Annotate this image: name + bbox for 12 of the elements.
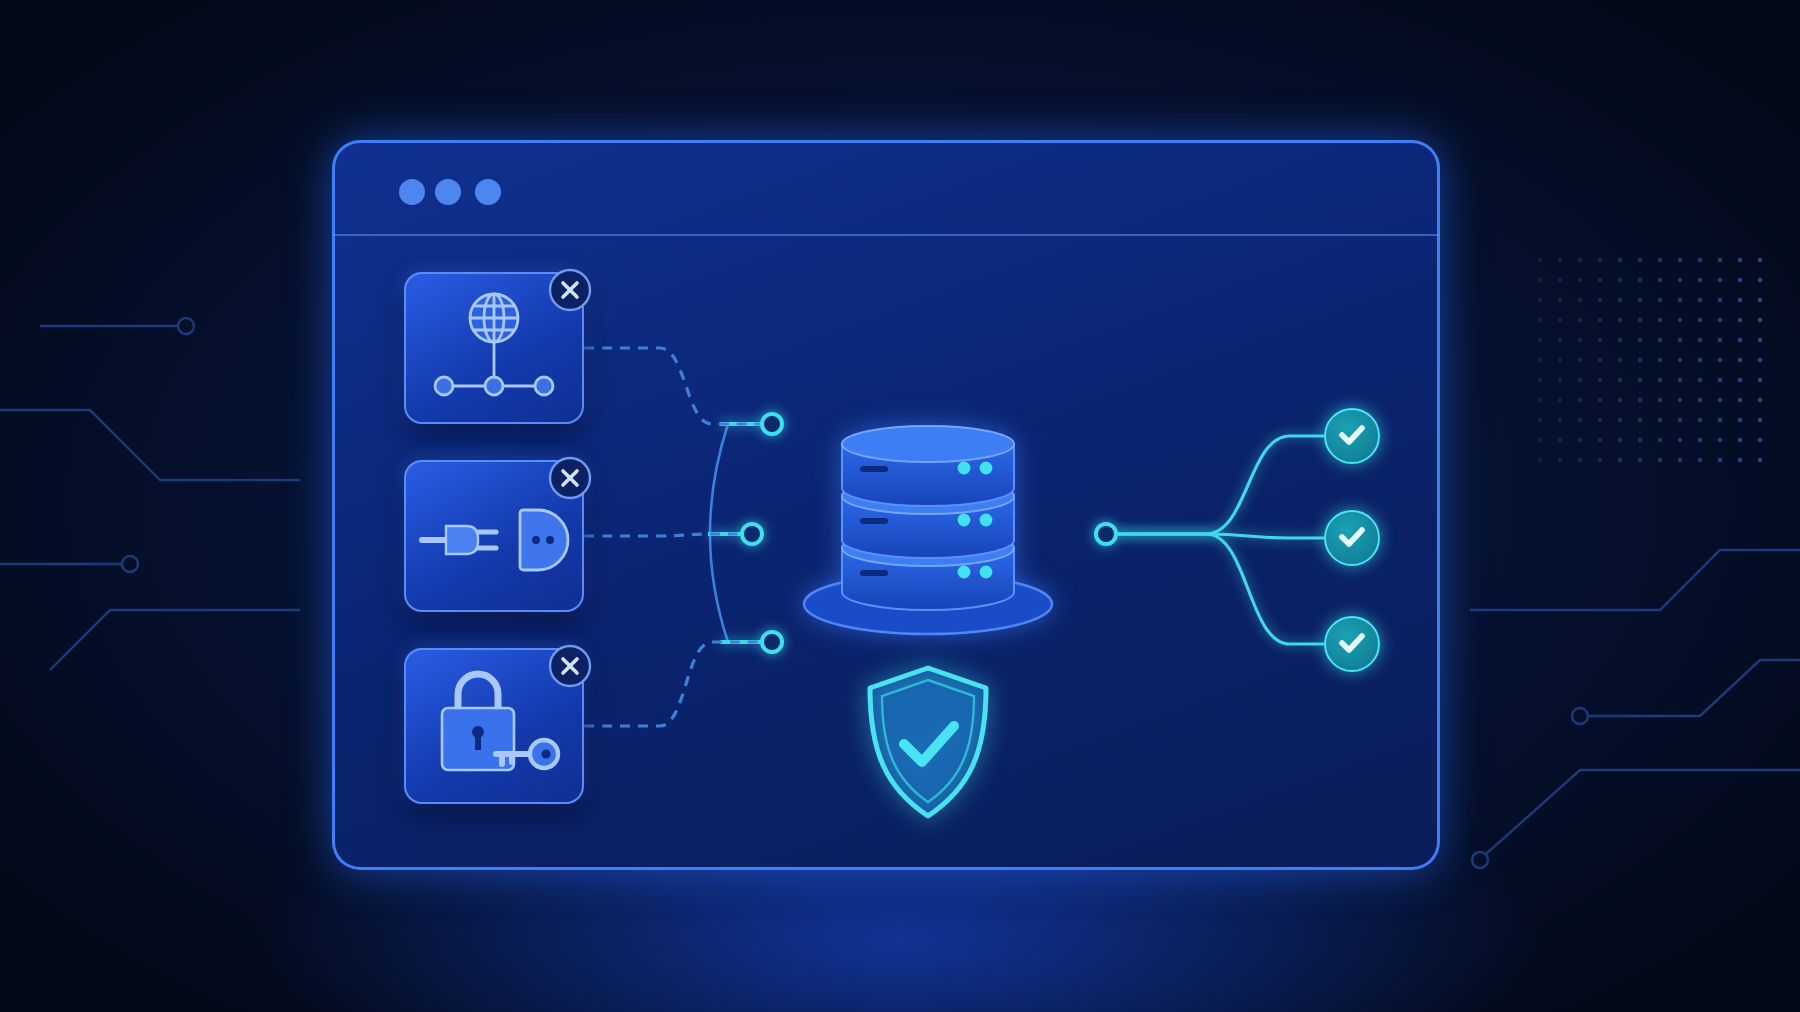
connector-dot (760, 630, 784, 654)
connector-dot (740, 522, 764, 546)
connector-dot (1094, 522, 1118, 546)
check-circle (1324, 408, 1380, 464)
browser-window (332, 140, 1440, 870)
dashed-connector (584, 532, 740, 538)
check-circle (1324, 616, 1380, 672)
dashed-connector (584, 640, 760, 728)
connector-dot (760, 412, 784, 436)
branch-connector (1118, 532, 1324, 646)
dashed-connector (584, 346, 760, 426)
check-circle (1324, 510, 1380, 566)
